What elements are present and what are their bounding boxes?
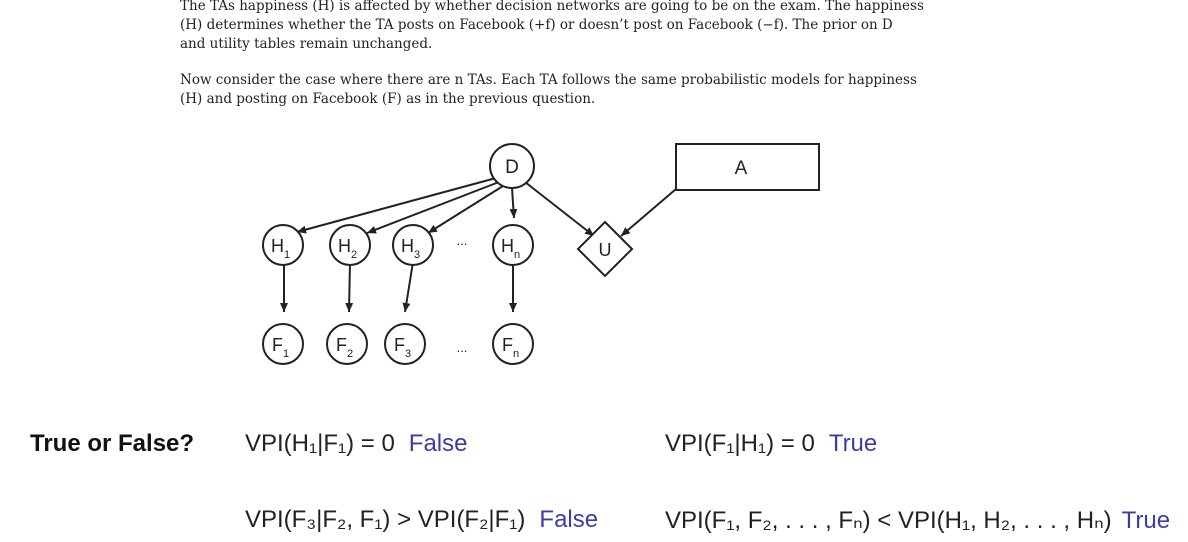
decision-node-d: D xyxy=(489,143,535,189)
chance-node-fn: Fn xyxy=(492,323,534,365)
edge-d-u xyxy=(524,181,595,237)
svg-text:H3: H3 xyxy=(401,236,420,261)
svg-text:F3: F3 xyxy=(394,335,411,360)
question-answer: True xyxy=(828,430,878,457)
chance-node-hn: Hn xyxy=(492,224,534,266)
edge-h3-f3 xyxy=(402,261,414,313)
svg-text:Fn: Fn xyxy=(502,335,519,360)
paragraph-line: The TAs happiness (H) is affected by whe… xyxy=(180,0,924,14)
edges xyxy=(280,177,677,313)
node-label: H xyxy=(501,236,514,256)
edge-d-h3 xyxy=(427,185,504,234)
node-label: F xyxy=(394,335,405,355)
node-label: A xyxy=(735,158,748,179)
question-expression: VPI(H₁|F₁) = 0 xyxy=(245,430,395,457)
question-3: VPI(F₃|F₂, F₁) > VPI(F₂|F₁) False xyxy=(245,506,598,534)
svg-text:H2: H2 xyxy=(338,236,357,261)
question-answer: False xyxy=(408,430,468,457)
node-subscript: n xyxy=(513,348,519,360)
paragraph-intro: The TAs happiness (H) is affected by whe… xyxy=(180,0,960,54)
svg-text:F1: F1 xyxy=(272,335,289,360)
edge-a-u xyxy=(620,188,677,237)
paragraph-line: and utility tables remain unchanged. xyxy=(180,36,433,52)
paragraph-line: Now consider the case where there are n … xyxy=(180,72,917,88)
svg-text:H1: H1 xyxy=(271,236,290,261)
node-label: H xyxy=(338,236,351,256)
chance-node-f1: F1 xyxy=(262,323,304,365)
node-subscript: 1 xyxy=(283,348,289,360)
chance-node-h3: H3 xyxy=(392,224,434,266)
edge-d-hn xyxy=(509,187,518,219)
node-subscript: 2 xyxy=(351,249,357,261)
node-subscript: 3 xyxy=(405,348,411,360)
chance-node-f2: F2 xyxy=(326,323,368,365)
action-box-a: A xyxy=(675,143,820,191)
edge-d-h2 xyxy=(366,181,500,234)
node-label: H xyxy=(271,236,284,256)
question-2: VPI(F₁|H₁) = 0 True xyxy=(665,430,877,458)
node-subscript: 2 xyxy=(347,348,353,360)
utility-node-u: U xyxy=(576,220,634,278)
edge-h2-f2 xyxy=(345,261,354,313)
edge-d-h1 xyxy=(296,177,497,234)
question-expression: VPI(F₃|F₂, F₁) > VPI(F₂|F₁) xyxy=(245,506,526,533)
node-subscript: n xyxy=(514,249,520,261)
question-4: VPI(F₁, F₂, . . . , Fₙ) < VPI(H₁, H₂, . … xyxy=(665,506,1170,535)
chance-node-h1: H1 xyxy=(262,224,304,266)
question-1: VPI(H₁|F₁) = 0 False xyxy=(245,430,467,458)
node-label: F xyxy=(272,335,283,355)
node-subscript: 1 xyxy=(284,249,290,261)
true-false-heading: True or False? xyxy=(30,430,195,457)
node-subscript: 3 xyxy=(414,249,420,261)
question-expression: VPI(F₁|H₁) = 0 xyxy=(665,430,815,457)
node-label: F xyxy=(336,335,347,355)
node-label: D xyxy=(505,157,519,178)
svg-text:F2: F2 xyxy=(336,335,353,360)
node-label: H xyxy=(401,236,414,256)
question-answer: False xyxy=(539,506,599,533)
svg-text:Hn: Hn xyxy=(501,236,520,261)
question-answer: True xyxy=(1121,507,1171,534)
chance-node-h2: H2 xyxy=(329,224,371,266)
chance-node-f3: F3 xyxy=(384,323,426,365)
paragraph-line: (H) determines whether the TA posts on F… xyxy=(180,17,893,33)
question-expression: VPI(F₁, F₂, . . . , Fₙ) < VPI(H₁, H₂, . … xyxy=(665,507,1112,534)
node-label: U xyxy=(599,240,612,260)
node-label: F xyxy=(502,335,513,355)
ellipsis-f: ... xyxy=(457,340,468,355)
decision-network-diagram: D A U H1 H2 H3 ... Hn F1 F2 F3 ... xyxy=(262,143,820,365)
ellipsis-h: ... xyxy=(457,233,468,248)
paragraph-n-tas: Now consider the case where there are n … xyxy=(180,71,960,109)
paragraph-line: (H) and posting on Facebook (F) as in th… xyxy=(180,91,596,107)
